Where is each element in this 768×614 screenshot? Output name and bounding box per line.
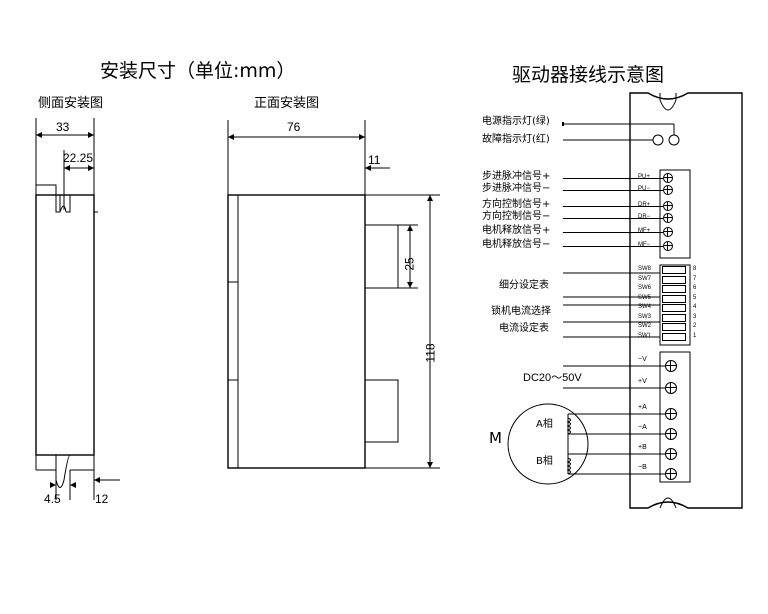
dim-76: 76 — [287, 120, 301, 134]
dip-switch[interactable] — [662, 294, 686, 303]
terminal-label: +V — [638, 378, 647, 385]
switch-number: 5 — [693, 294, 697, 301]
signal-label: 步进脉冲信号+ — [482, 171, 551, 182]
phase-b-label: B相 — [536, 456, 553, 467]
dip-switch[interactable] — [662, 304, 686, 312]
front-view-drawing — [227, 120, 440, 469]
terminal-label: −B — [638, 464, 647, 471]
screw-terminal-icon — [663, 213, 673, 223]
phase-a-label: A相 — [536, 419, 553, 430]
switch-number: 8 — [693, 266, 697, 272]
screw-terminal-icon — [665, 408, 677, 420]
current-table-label: 电流设定表 — [499, 323, 549, 334]
subdivision-table-label: 细分设定表 — [499, 280, 549, 291]
switch-name: SW4 — [638, 304, 652, 310]
dim-12: 12 — [95, 492, 109, 506]
dip-switch[interactable] — [662, 323, 686, 331]
dim-22-25: 22.25 — [63, 151, 94, 165]
switch-name: SW3 — [638, 313, 652, 320]
dim-4-5: 4.5 — [44, 492, 61, 506]
screw-terminal-icon — [663, 185, 673, 195]
screw-terminal-icon — [663, 173, 673, 183]
dip-switch[interactable] — [662, 313, 686, 322]
fault-led-label: 故障指示灯(红) — [482, 134, 550, 145]
power-supply-label: DC20～50V — [523, 372, 582, 384]
signal-pin-label: PU+ — [638, 174, 650, 180]
dim-11: 11 — [368, 153, 381, 167]
wiring-title: 驱动器接线示意图 — [512, 64, 665, 86]
switch-number: 1 — [693, 332, 697, 339]
dip-switch[interactable] — [662, 285, 686, 293]
side-view-drawing — [35, 118, 120, 500]
dip-switch[interactable] — [662, 266, 686, 274]
switch-number: 6 — [693, 285, 697, 291]
screw-terminal-icon — [665, 448, 677, 460]
dip-switch[interactable] — [662, 332, 686, 341]
signal-pin-label: DR− — [638, 214, 651, 220]
signal-label: 电机释放信号− — [482, 239, 551, 250]
switch-name: SW8 — [638, 266, 652, 272]
signal-pin-label: PU− — [638, 186, 650, 192]
screw-terminal-icon — [665, 428, 677, 440]
switch-number: 7 — [693, 275, 697, 282]
signal-label: 方向控制信号+ — [482, 199, 551, 210]
switch-number: 4 — [693, 304, 697, 310]
screw-terminal-icon — [663, 227, 673, 237]
signal-label: 步进脉冲信号− — [482, 183, 551, 194]
signal-wire — [563, 178, 663, 179]
dimensions-title: 安装尺寸（单位:mm） — [100, 60, 296, 82]
terminal-label: +A — [638, 404, 647, 411]
signal-pin-label: MF− — [638, 242, 651, 248]
side-view-title: 侧面安装图 — [38, 96, 104, 111]
screw-terminal-icon — [665, 360, 677, 372]
signal-label: 方向控制信号− — [482, 211, 551, 222]
screw-terminal-icon — [663, 201, 673, 211]
screw-terminal-icon — [663, 241, 673, 251]
signal-pin-label: MF+ — [638, 228, 651, 234]
switch-name: SW1 — [638, 332, 652, 339]
terminal-label: −V — [638, 356, 647, 363]
signal-wire — [563, 232, 663, 233]
signal-pin-label: DR+ — [638, 202, 651, 208]
signal-wire — [563, 246, 663, 247]
terminal-label: −A — [638, 424, 647, 431]
motor-label: M — [489, 429, 502, 447]
signal-wire — [563, 190, 663, 191]
switch-name: SW5 — [638, 294, 652, 301]
signal-wire — [563, 218, 663, 219]
lock-current-label: 锁机电流选择 — [491, 306, 551, 317]
front-view-title: 正面安装图 — [254, 96, 320, 111]
power-led-label: 电源指示灯(绿) — [482, 116, 550, 127]
dim-33: 33 — [56, 120, 70, 134]
screw-terminal-icon — [665, 382, 677, 394]
switch-name: SW2 — [638, 323, 652, 329]
switch-number: 3 — [693, 313, 697, 320]
switch-name: SW6 — [638, 285, 652, 291]
signal-label: 电机释放信号+ — [482, 225, 551, 236]
switch-name: SW7 — [638, 275, 652, 282]
dip-switch[interactable] — [662, 275, 686, 284]
terminal-label: +B — [638, 444, 647, 451]
switch-number: 2 — [693, 323, 697, 329]
signal-wire — [563, 206, 663, 207]
screw-terminal-icon — [665, 468, 677, 480]
